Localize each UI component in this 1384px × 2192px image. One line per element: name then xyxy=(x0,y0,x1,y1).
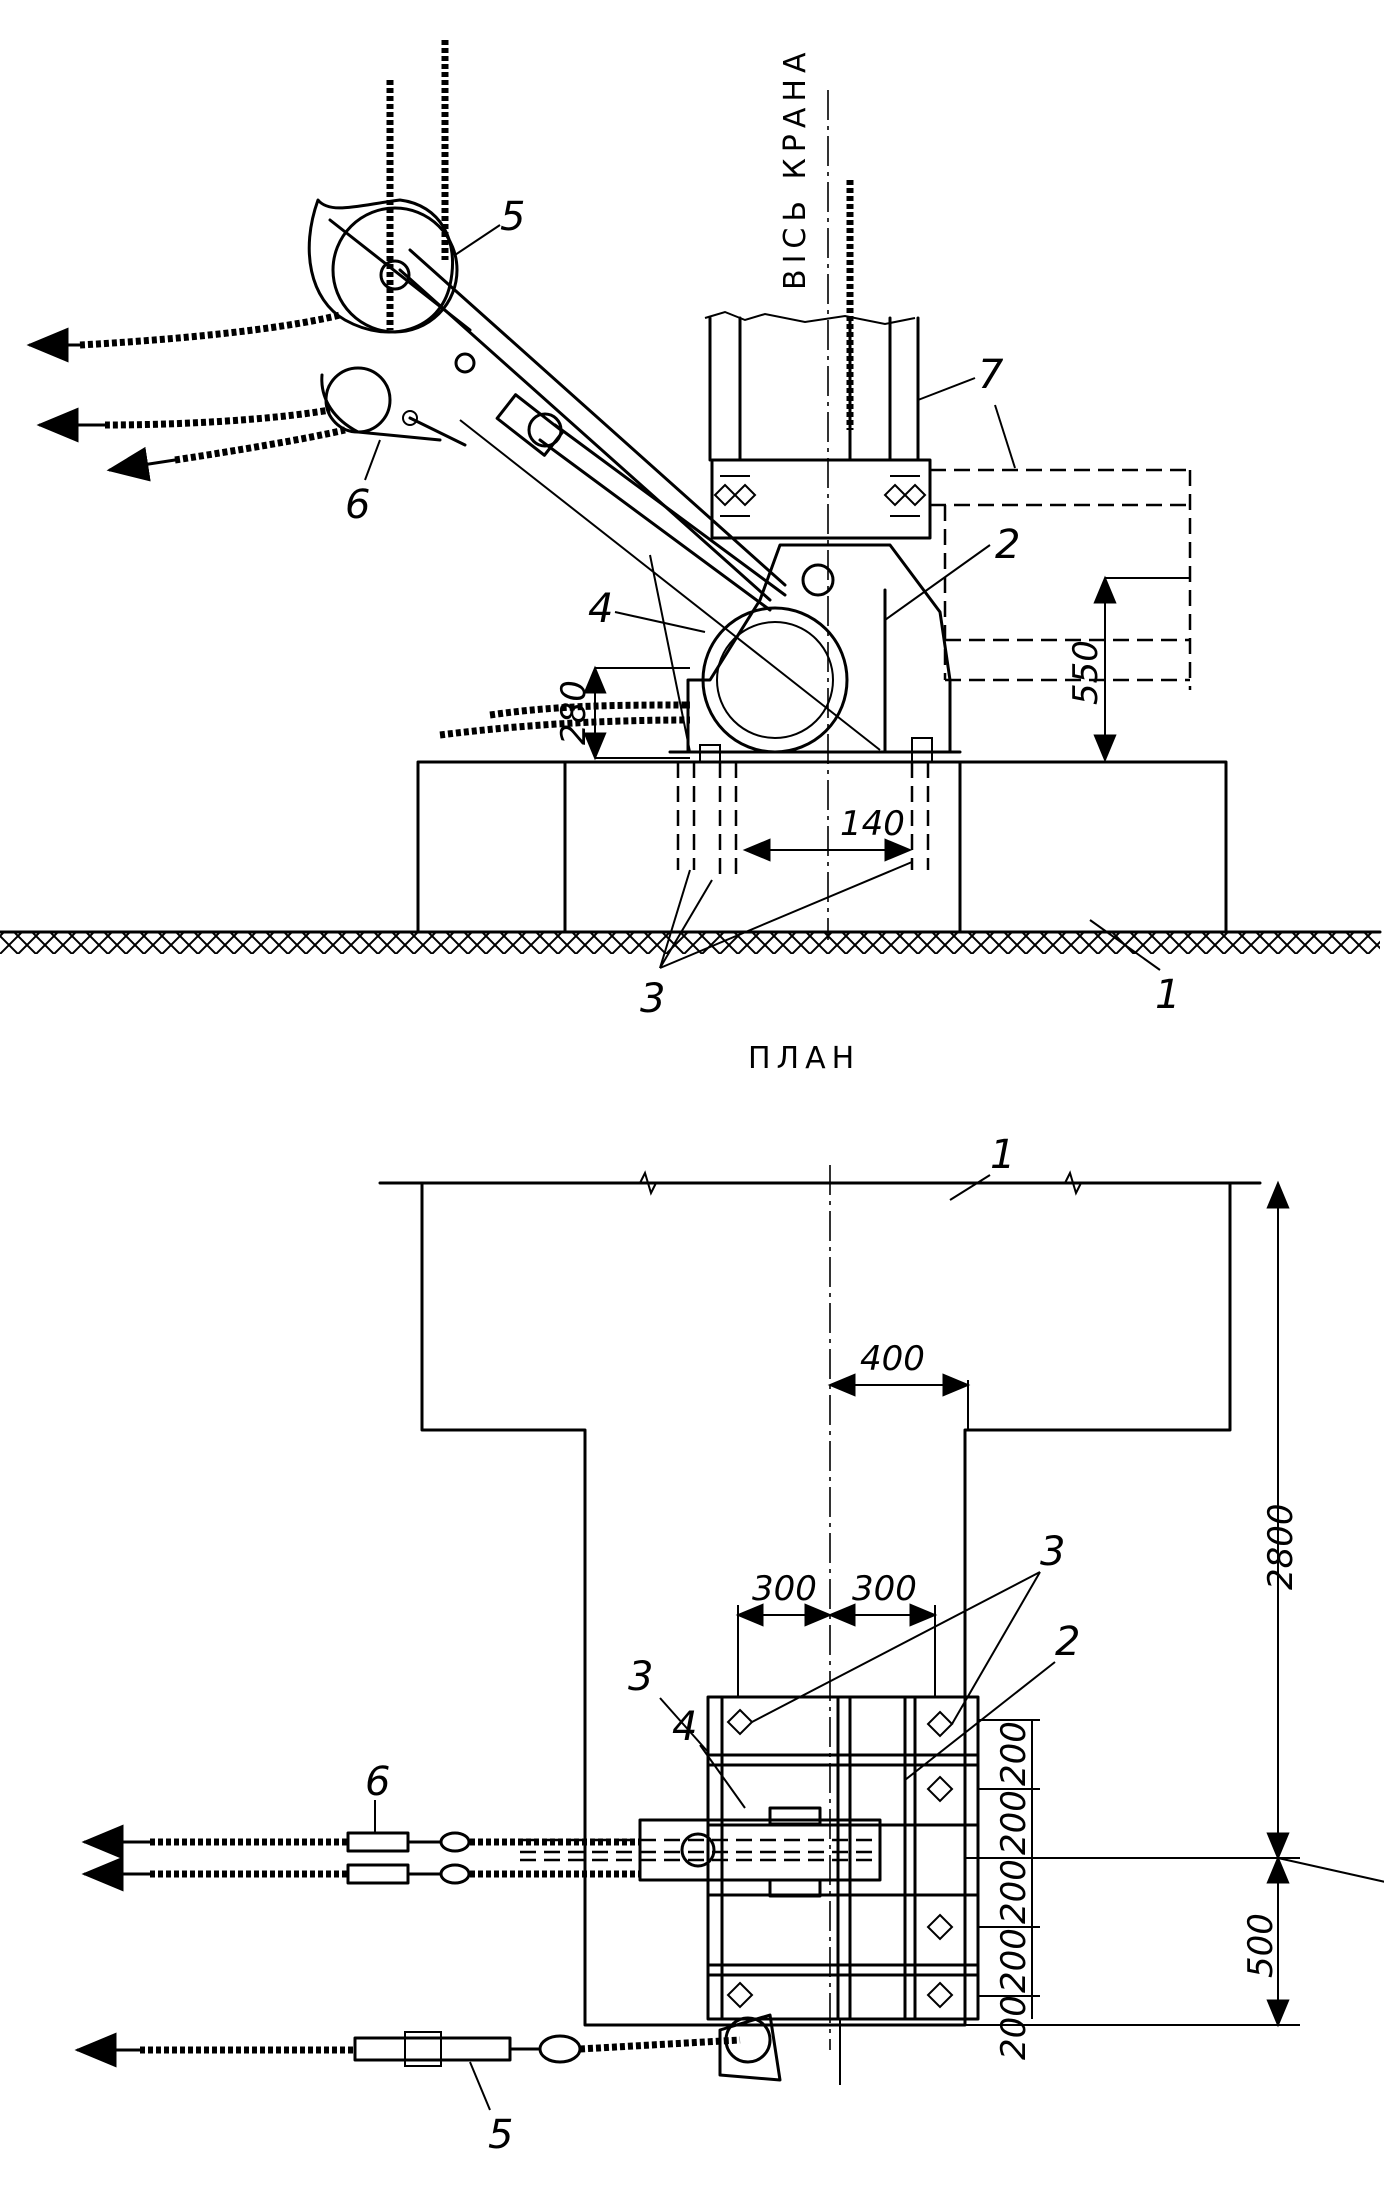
elevation-label-6: 6 xyxy=(345,482,370,528)
dimension-200-b: 200 xyxy=(994,1790,1034,1855)
plan-title: ПЛАН xyxy=(748,1041,860,1076)
plan-sheave-housing xyxy=(520,1806,882,1898)
dimension-500: 500 xyxy=(1241,1913,1281,1978)
dimension-280: 280 xyxy=(554,680,594,745)
elevation-label-2: 2 xyxy=(995,522,1020,568)
plan-leaders xyxy=(374,1174,1056,2111)
plan-label-4: 4 xyxy=(672,1704,697,1750)
elevation-label-7: 7 xyxy=(978,352,1004,398)
pulley-block-6 xyxy=(320,366,467,447)
pulley-block-5 xyxy=(307,198,472,334)
dimension-200-a: 200 xyxy=(994,1721,1034,1786)
elevation-dimensions: 280 550 140 xyxy=(554,575,1190,862)
plan-label-3-left: 3 xyxy=(628,1654,653,1700)
elevation-label-4: 4 xyxy=(588,586,613,632)
mast-column xyxy=(704,310,1192,690)
dimension-400: 400 xyxy=(860,1339,925,1379)
plan-dimensions: 400 300 300 200 200 200 200 200 2800 5 xyxy=(735,1180,1384,2060)
dimension-140: 140 xyxy=(840,804,905,844)
plan-label-3-right: 3 xyxy=(1040,1529,1065,1575)
elevation-leaders xyxy=(364,224,1161,971)
elevation-label-3: 3 xyxy=(640,976,665,1022)
foundation-block xyxy=(416,760,1228,934)
dimension-200-d: 200 xyxy=(994,1928,1034,1993)
dimension-300-right: 300 xyxy=(852,1569,917,1609)
plan-cables xyxy=(74,1824,741,2068)
crane-axis-label: ВІСЬ КРАНА xyxy=(778,47,813,291)
elevation-view: ВІСЬ КРАНА xyxy=(0,40,1382,1022)
dimension-200-c: 200 xyxy=(994,1859,1034,1924)
dimension-550: 550 xyxy=(1066,640,1106,705)
plan-turnbuckle-5 xyxy=(353,2013,841,2085)
ground-line xyxy=(0,930,1382,954)
dimension-200-e: 200 xyxy=(994,1995,1034,2060)
plan-view: 400 300 300 200 200 200 200 200 2800 5 xyxy=(74,1132,1384,2158)
crane-axis: ВІСЬ КРАНА xyxy=(778,47,829,940)
plan-label-6: 6 xyxy=(365,1759,390,1805)
plan-foundation xyxy=(378,1170,1262,2027)
plan-label-2: 2 xyxy=(1055,1619,1080,1665)
plan-label-5: 5 xyxy=(488,2112,513,2158)
base-bracket xyxy=(668,543,962,754)
clamp-bolts xyxy=(713,475,927,517)
plan-label-1: 1 xyxy=(990,1132,1015,1178)
elevation-label-5: 5 xyxy=(500,194,525,240)
dimension-300-left: 300 xyxy=(752,1569,817,1609)
elevation-label-1: 1 xyxy=(1155,972,1180,1018)
plan-turnbuckles-6 xyxy=(346,1831,471,1885)
cables-elevation xyxy=(26,40,854,739)
plan-base-plate xyxy=(706,1695,980,2021)
inclined-rods xyxy=(398,248,881,751)
dimension-2800: 2800 xyxy=(1261,1503,1301,1590)
